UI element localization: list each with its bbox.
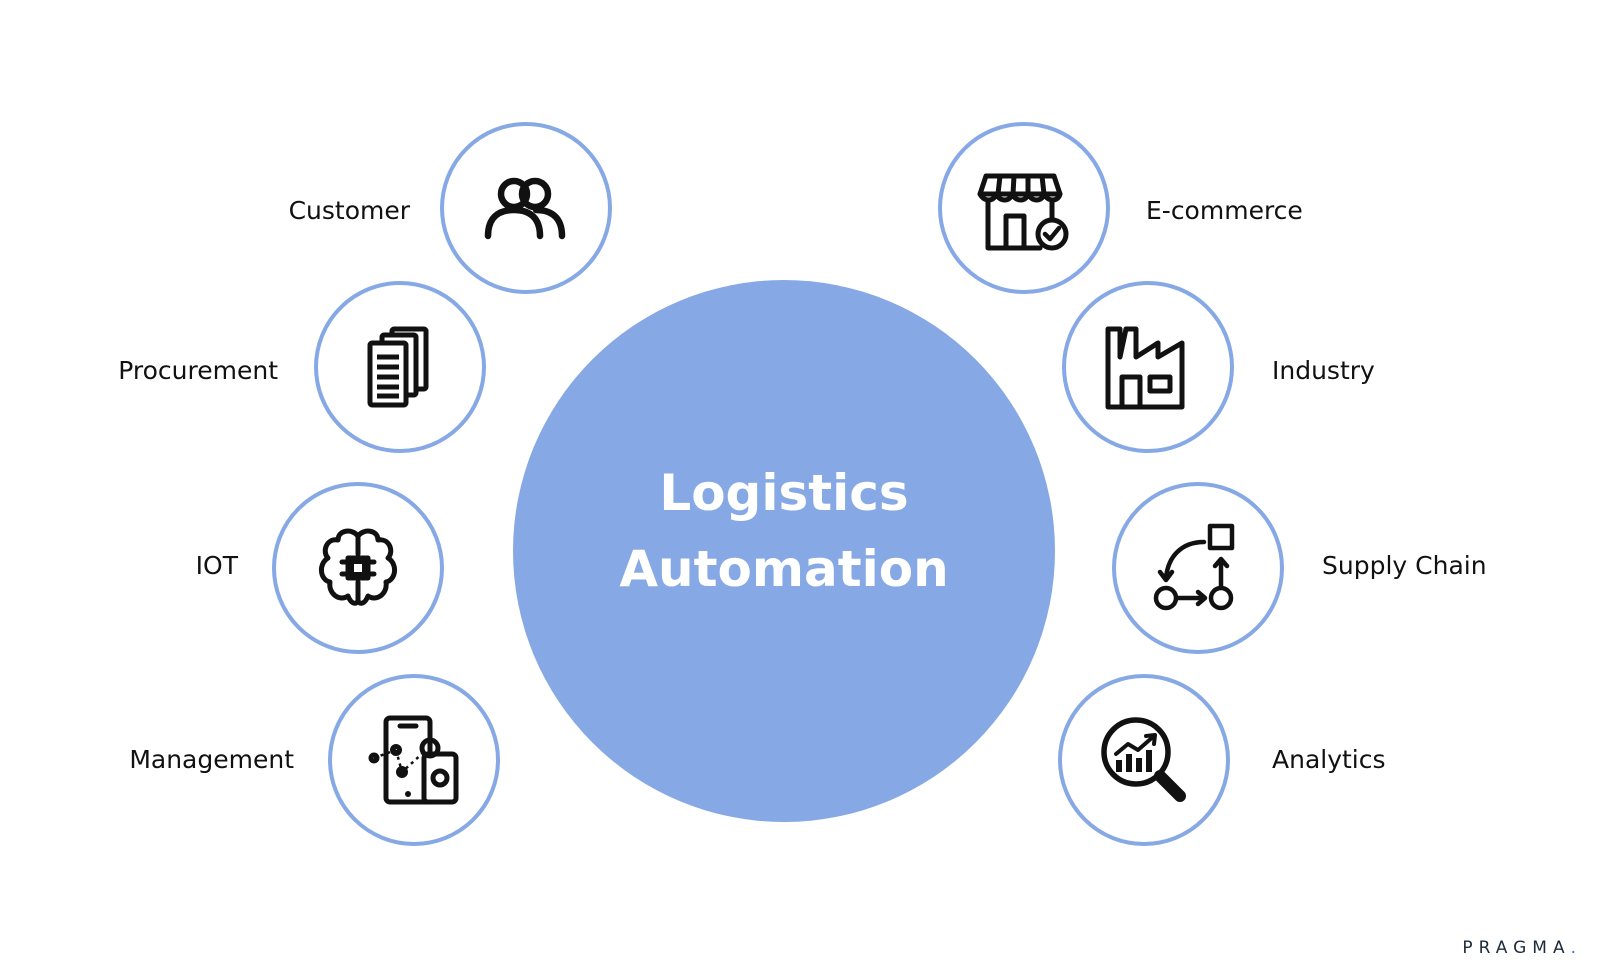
supply-chain-node <box>1112 482 1284 654</box>
iot-node <box>272 482 444 654</box>
management-node <box>328 674 500 846</box>
management-label: Management <box>129 745 294 774</box>
analytics-label: Analytics <box>1272 745 1386 774</box>
analytics-node <box>1058 674 1230 846</box>
brand-dot: . <box>1570 938 1576 958</box>
supply-chain-label: Supply Chain <box>1322 551 1487 580</box>
documents-icon <box>367 326 429 408</box>
customer-label: Customer <box>288 196 410 225</box>
brain-chip-icon <box>319 528 397 606</box>
procurement-label: Procurement <box>118 356 278 385</box>
center-title: Logistics Automation <box>619 455 948 607</box>
customer-node <box>440 122 612 294</box>
mobile-tracking-icon <box>368 715 459 805</box>
center-hub: Logistics Automation <box>513 280 1055 822</box>
factory-icon <box>1105 326 1185 410</box>
procurement-node <box>314 281 486 453</box>
workflow-icon <box>1153 523 1235 611</box>
iot-label: IOT <box>195 551 238 580</box>
brand-name: PRAGMA <box>1462 938 1571 958</box>
industry-label: Industry <box>1272 356 1375 385</box>
brand-logo: PRAGMA. <box>1462 938 1576 958</box>
users-icon <box>484 177 566 240</box>
analytics-search-icon <box>1101 717 1186 802</box>
ecommerce-node <box>938 122 1110 294</box>
center-title-line2: Automation <box>619 540 949 598</box>
ecommerce-label: E-commerce <box>1146 196 1303 225</box>
industry-node <box>1062 281 1234 453</box>
center-title-line1: Logistics <box>659 464 909 522</box>
storefront-check-icon <box>977 173 1069 251</box>
